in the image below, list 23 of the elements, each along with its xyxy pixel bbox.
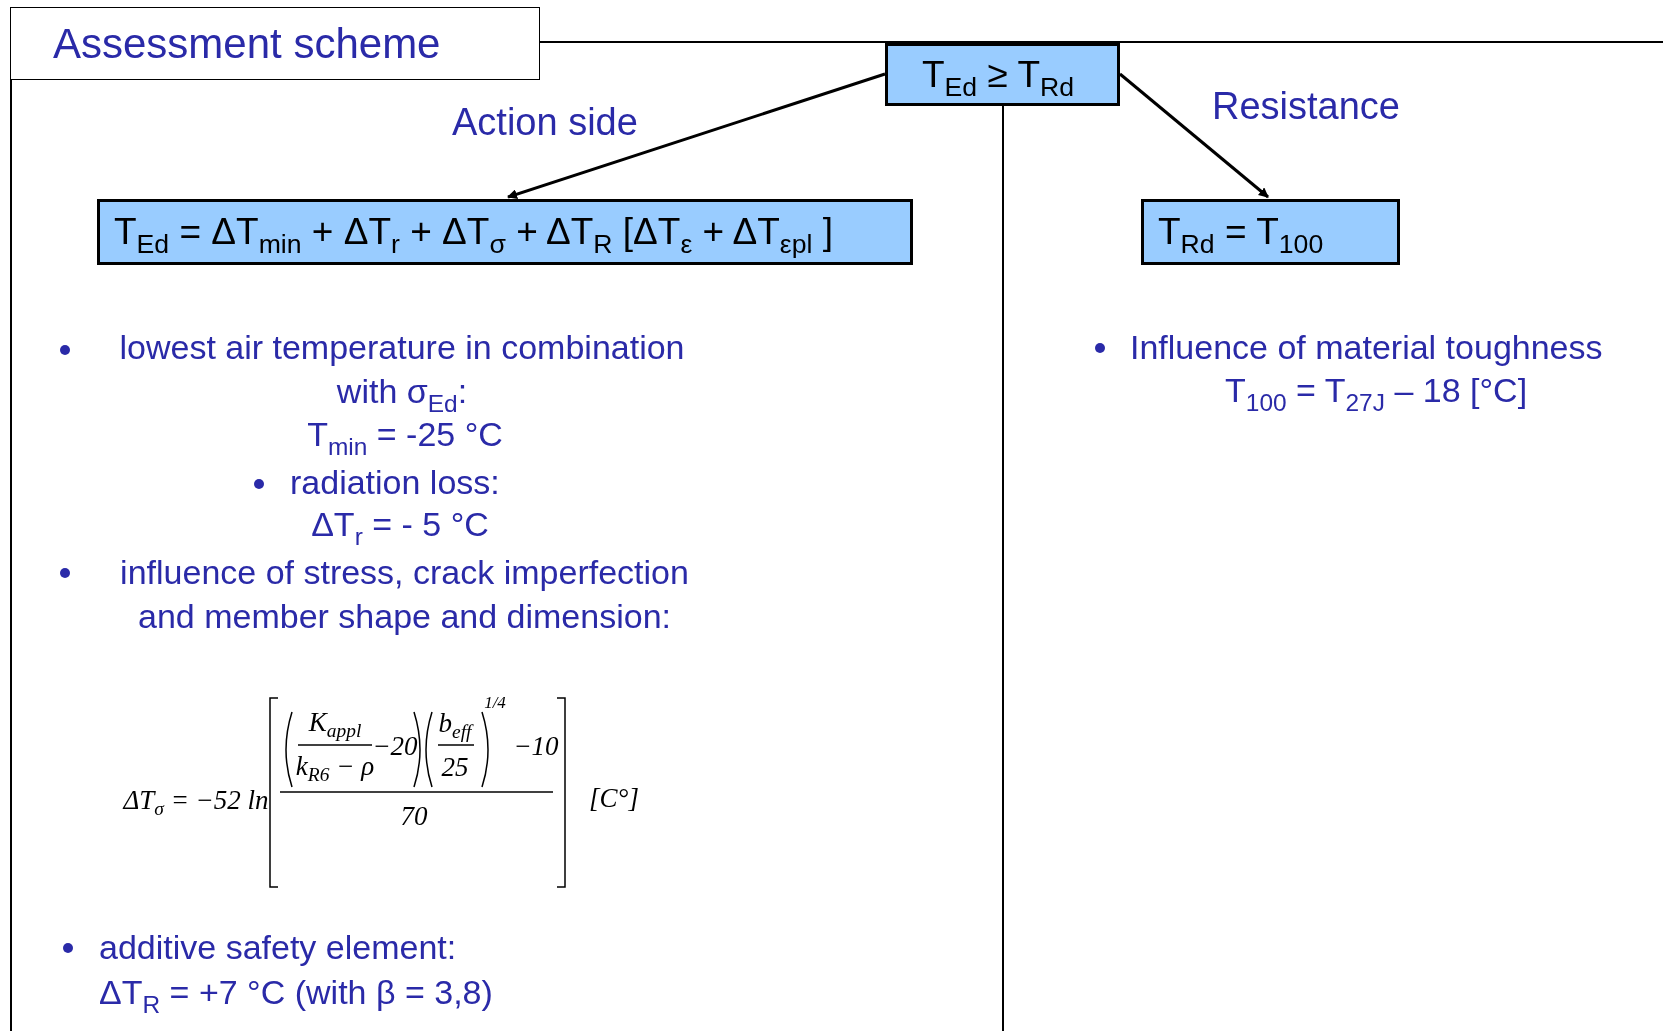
bullet-text: lowest air temperature in combination with σ$_{Ed}$: — [118, 327, 686, 413]
formula-term: 1/4 — [484, 693, 506, 713]
bullet-text: ΔT$_{R}$ = +7 °C (with β = 3,8) — [99, 972, 493, 1014]
formula-term: −20 — [372, 730, 418, 762]
arrow — [1119, 72, 1269, 199]
formula-term: [C°] — [589, 782, 639, 814]
bullet-text: influence of stress, crack imperfection and member shape and dimension: — [119, 552, 690, 637]
formula-term: ΔT$_{σ}$ = −52 ln — [123, 784, 269, 816]
bullet-text: T$_{100}$ = T$_{27J}$ – 18 [°C] — [1225, 370, 1528, 412]
formula-term: −10 — [513, 730, 559, 762]
formula-term: k$_{R6}$ − ρ — [295, 750, 375, 782]
formula-box: T$_{Ed}$ ≥ T$_{Rd}$ — [885, 43, 1120, 106]
bullet-text: additive safety element: — [99, 927, 457, 968]
arrow — [507, 72, 886, 199]
formula-term: 70 — [400, 800, 428, 832]
bullet-text: radiation loss: — [290, 462, 500, 503]
bullet-text: Influence of material toughness — [1130, 327, 1603, 368]
formula-box: T$_{Ed}$ = ΔT$_{min}$ + ΔT$_{r}$ + ΔT$_{σ}$ + ΔT$_{R}$ [ΔT$_{ε}$ + ΔT$_{εpl}$ ] — [97, 199, 913, 265]
formula-term: 25 — [441, 751, 469, 783]
formula-box: T$_{Rd}$ = T$_{100}$ — [1141, 199, 1400, 265]
bullet-text: ΔT$_{r}$ = - 5 °C — [310, 504, 490, 546]
title: Assessment scheme — [10, 7, 540, 80]
bullet-text: T$_{min}$ = -25 °C — [306, 414, 504, 456]
